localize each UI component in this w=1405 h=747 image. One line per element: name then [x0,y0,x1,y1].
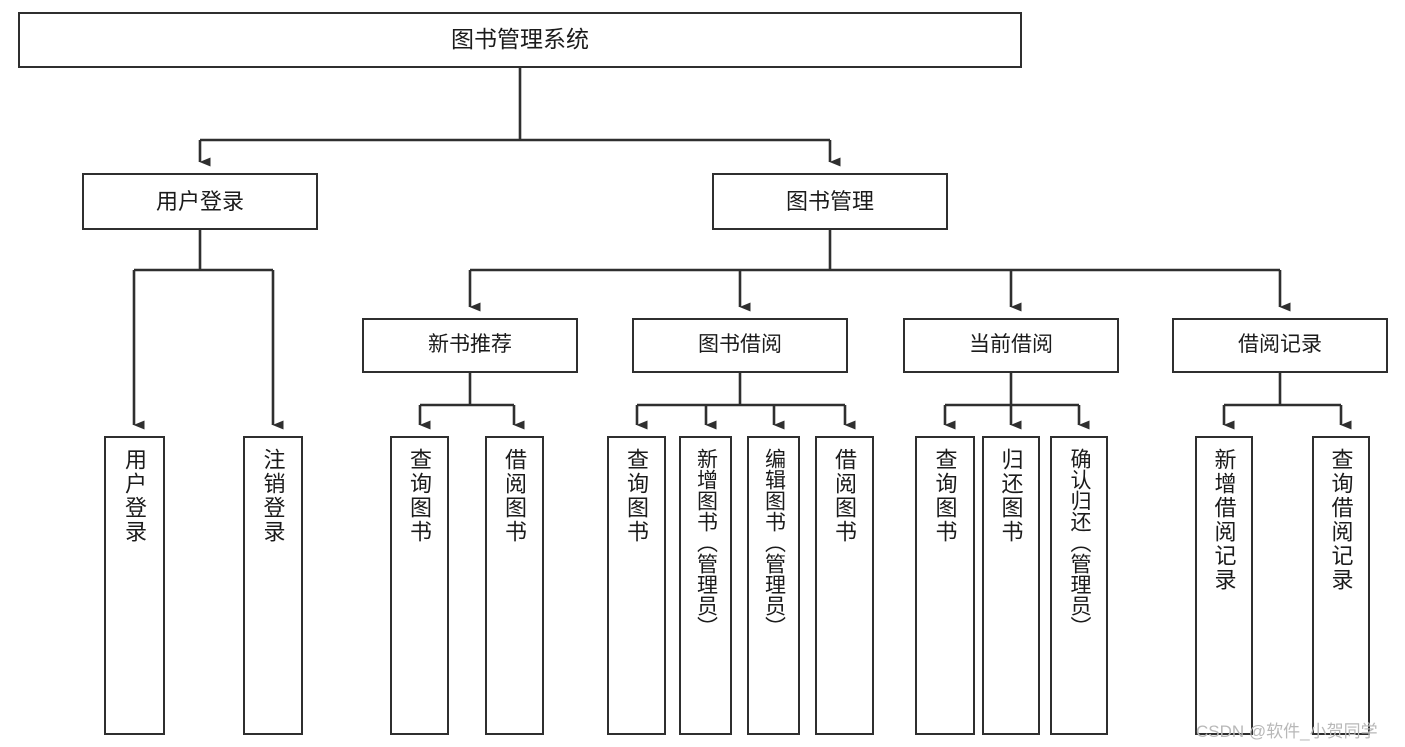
node-book-borrowing[interactable]: 图书借阅 [632,318,848,373]
node-label-leaf-confirm-return-admin: 确认归还（管理员） [1068,448,1092,637]
node-leaf-logout[interactable]: 注销登录 [243,436,303,735]
node-label-leaf-query-book-current: 查询图书 [932,448,958,544]
node-label-borrowing-record: 借阅记录 [1238,333,1322,357]
node-label-leaf-borrow-book-borrowing: 借阅图书 [832,448,858,544]
node-leaf-borrow-book-newbook[interactable]: 借阅图书 [485,436,544,735]
node-new-book-recommendation[interactable]: 新书推荐 [362,318,578,373]
node-user-login[interactable]: 用户登录 [82,173,318,230]
node-leaf-query-book-borrowing[interactable]: 查询图书 [607,436,666,735]
connector-lines [132,68,1352,430]
node-label-leaf-logout: 注销登录 [260,448,286,544]
node-label-leaf-edit-book-admin: 编辑图书（管理员） [762,448,786,637]
node-leaf-borrow-book-borrowing[interactable]: 借阅图书 [815,436,874,735]
node-leaf-return-book[interactable]: 归还图书 [982,436,1040,735]
node-leaf-add-borrow-record[interactable]: 新增借阅记录 [1195,436,1253,735]
node-borrowing-record[interactable]: 借阅记录 [1172,318,1388,373]
node-label-leaf-borrow-book-newbook: 借阅图书 [502,448,528,544]
node-leaf-user-login[interactable]: 用户登录 [104,436,165,735]
node-label-leaf-query-book-newbook: 查询图书 [407,448,433,544]
node-label-user-login: 用户登录 [155,188,244,214]
node-label-current-borrowing: 当前借阅 [969,333,1053,357]
node-label-leaf-add-book-admin: 新增图书（管理员） [694,448,718,637]
node-label-root: 图书管理系统 [451,26,589,53]
node-label-leaf-query-book-borrowing: 查询图书 [624,448,650,544]
node-label-leaf-return-book: 归还图书 [998,448,1024,544]
node-label-book-management: 图书管理 [785,188,874,214]
node-leaf-query-book-newbook[interactable]: 查询图书 [390,436,449,735]
node-label-new-book-recommendation: 新书推荐 [428,333,512,357]
node-current-borrowing[interactable]: 当前借阅 [903,318,1119,373]
node-label-leaf-query-borrow-record: 查询借阅记录 [1328,448,1354,592]
node-leaf-add-book-admin[interactable]: 新增图书（管理员） [679,436,732,735]
node-leaf-edit-book-admin[interactable]: 编辑图书（管理员） [747,436,800,735]
node-leaf-query-book-current[interactable]: 查询图书 [915,436,975,735]
node-book-management[interactable]: 图书管理 [712,173,948,230]
node-label-book-borrowing: 图书借阅 [698,333,782,357]
node-leaf-confirm-return-admin[interactable]: 确认归还（管理员） [1050,436,1108,735]
node-leaf-query-borrow-record[interactable]: 查询借阅记录 [1312,436,1370,735]
node-root-system[interactable]: 图书管理系统 [18,12,1022,68]
node-label-leaf-user-login: 用户登录 [122,448,148,544]
node-label-leaf-add-borrow-record: 新增借阅记录 [1211,448,1237,592]
